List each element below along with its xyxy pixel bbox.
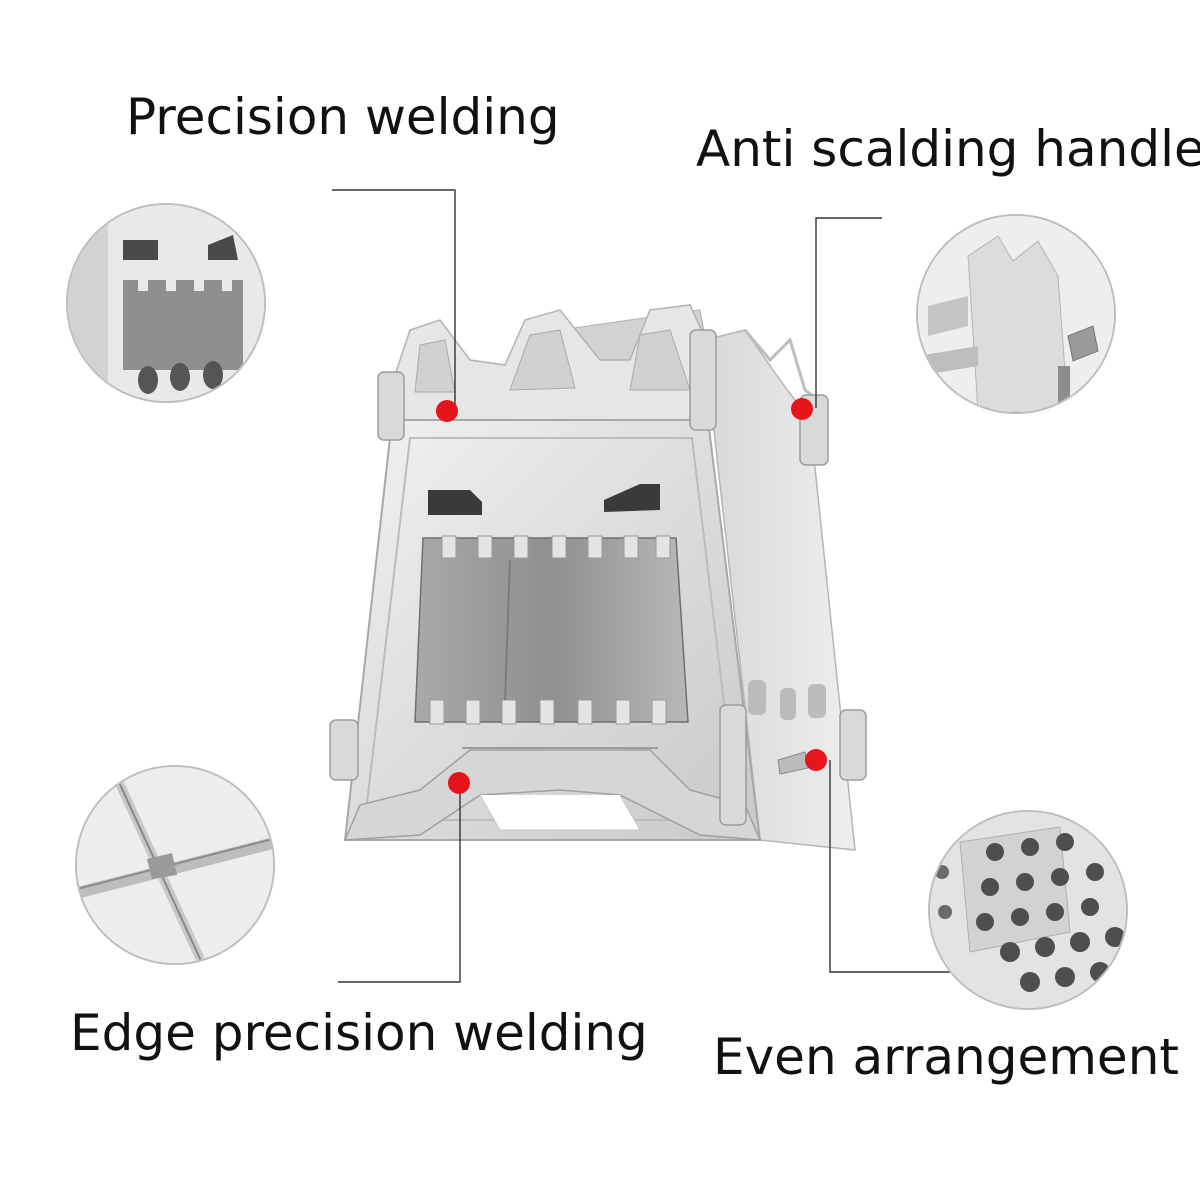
marker-dot-even-arrangement <box>805 749 827 771</box>
hinge-top-left <box>377 371 405 441</box>
leader-line-top-right <box>815 217 882 408</box>
front-crown <box>378 304 716 421</box>
hinge-far-right <box>839 709 867 781</box>
label-anti-scalding-handle: Anti scalding handle <box>696 120 1200 178</box>
side-panel <box>704 329 856 851</box>
front-panel <box>343 419 762 841</box>
hinge-bottom-left <box>329 719 359 781</box>
hinge-mid-right <box>799 394 829 466</box>
leader-line-bottom-left <box>338 782 461 983</box>
stove-eye-right <box>604 484 660 512</box>
leader-line-top-left <box>332 189 456 410</box>
stove-eye-left <box>428 490 482 515</box>
label-edge-precision-welding: Edge precision welding <box>70 1004 648 1062</box>
marker-dot-edge-precision-welding <box>448 772 470 794</box>
label-precision-welding: Precision welding <box>126 88 560 146</box>
hinge-bottom-right <box>719 704 747 826</box>
welded-window-closeup-icon <box>68 205 264 401</box>
marker-dot-anti-scalding-handle <box>791 398 813 420</box>
hinge-top-right <box>689 329 717 431</box>
stove-base-arch <box>343 749 762 841</box>
stove-mouth-window <box>414 537 689 723</box>
anti-scald-handle <box>777 751 809 775</box>
back-panel <box>559 309 721 441</box>
perforated-holes-closeup-icon <box>930 812 1126 1008</box>
handle-tab-closeup-icon <box>918 216 1114 412</box>
label-even-arrangement: Even arrangement <box>713 1028 1179 1086</box>
cross-brace-closeup-icon <box>77 767 273 963</box>
marker-dot-precision-welding <box>436 400 458 422</box>
